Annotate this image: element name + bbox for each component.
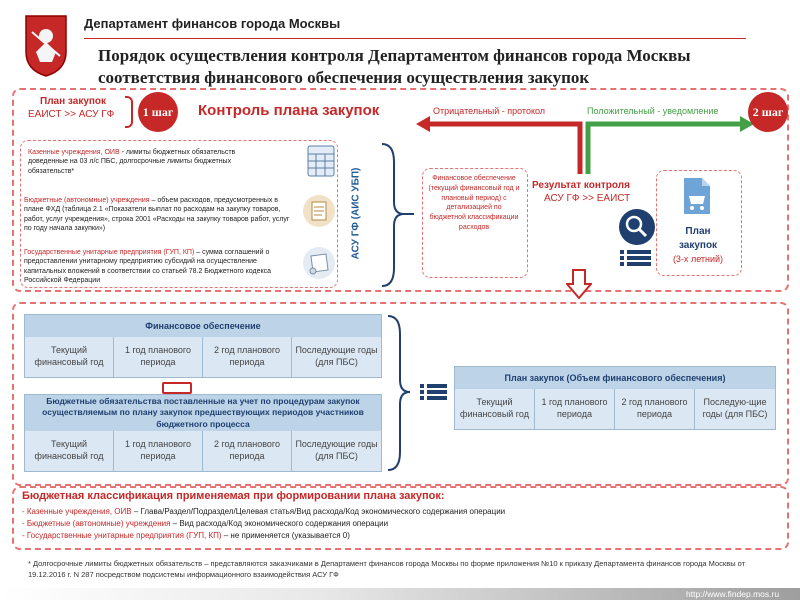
classification-frame (12, 486, 789, 550)
plan-table-title: План закупок (Объем финансового обеспече… (504, 373, 726, 383)
cart-icon (680, 176, 714, 216)
footer-bar (0, 588, 800, 600)
institution-text: – сумма соглашений о предоставлении унит… (24, 249, 272, 285)
financing-text: Финансовое обеспечение (текущий финансов… (428, 175, 520, 231)
tables-section-frame (12, 302, 789, 486)
classification-lead: - Бюджетные (автономные) учреждения (22, 519, 171, 528)
step2-badge: 2 шаг (748, 92, 788, 132)
institution-title: Казенные учреждения, ОИВ (28, 149, 120, 156)
table-icon (306, 144, 336, 178)
classification-list: - Казенные учреждения, ОИВ – Глава/Разде… (22, 506, 782, 542)
paper-roll-icon (302, 246, 336, 280)
positive-arrow (585, 116, 754, 174)
table-cell: Последующие годы (для ПБС) (295, 439, 378, 461)
document-icon (302, 194, 336, 228)
fin-table-header: Финансовое обеспечение (24, 314, 382, 338)
table-cell: Текущий финансовый год (455, 389, 535, 429)
down-arrow (566, 269, 592, 300)
classification-title: Бюджетная классификация применяемая при … (22, 490, 445, 502)
coat-of-arms-logo (22, 12, 70, 78)
institution-text: - лимиты бюджетных обязательств доведенн… (28, 149, 236, 175)
list-item: - Государственные унитарные предприятия … (22, 530, 782, 542)
header-rule (84, 38, 746, 39)
classification-rest: – Вид расхода/Код экономического содержа… (170, 519, 389, 528)
fin-table-row: Текущий финансовый год 1 год планового п… (24, 337, 382, 378)
footer-url-link[interactable]: http://www.findep.mos.ru (686, 589, 780, 599)
result-label-line2: АСУ ГФ >> ЕАИСТ (544, 193, 631, 204)
classification-lead: - Казенные учреждения, ОИВ (22, 507, 132, 516)
page-title-line1: Порядок осуществления контроля Департаме… (98, 46, 691, 65)
plan-label-line2: ЕАИСТ >> АСУ ГФ (28, 109, 115, 120)
table-cell: Последующие годы (для ПБС) (295, 345, 378, 367)
budget-table-header: Бюджетные обязательства поставленные на … (24, 394, 382, 432)
plan3-line3: (3-х летний) (672, 254, 724, 264)
table-cell: 2 год планового периода (615, 389, 695, 429)
left-bracket-top (125, 96, 133, 128)
table-cell: Текущий финансовый год (25, 431, 114, 471)
institution-item: Государственные унитарные предприятия (Г… (24, 248, 292, 286)
table-cell: 1 год планового периода (114, 431, 203, 471)
plan3-frame (656, 170, 742, 276)
page-title-line2: соответствия финансового обеспечения осу… (98, 68, 590, 87)
table-cell: Последую-щие годы (для ПБС) (702, 397, 768, 419)
institution-title: Государственные унитарные предприятия (Г… (24, 249, 195, 256)
minus-sign-icon (162, 382, 192, 394)
classification-rest: – не применяется (указывается 0) (221, 531, 350, 540)
search-icon (618, 208, 656, 246)
plan-label-line1: План закупок (40, 96, 107, 107)
institution-item: Бюджетные (автономные) учреждения – объе… (24, 196, 292, 234)
negative-label: Отрицательный - протокол (433, 106, 546, 116)
tables-brace (387, 315, 411, 471)
table-cell: Текущий финансовый год (25, 337, 114, 377)
vertical-label: АСУ ГФ (АИС УБП) (350, 167, 362, 260)
plan3-line2: закупок (678, 240, 718, 251)
list-icon (618, 250, 654, 266)
classification-lead: - Государственные унитарные предприятия … (22, 531, 222, 540)
institution-text: – объем расходов, предусмотренных в план… (24, 197, 290, 233)
positive-label: Положительный - уведомление (587, 106, 719, 116)
control-title: Контроль плана закупок (198, 102, 380, 119)
brace (381, 143, 414, 287)
list-item: - Казенные учреждения, ОИВ – Глава/Разде… (22, 506, 782, 518)
table-cell: 2 год планового периода (203, 337, 292, 377)
step1-badge: 1 шаг (138, 92, 178, 132)
list-item: - Бюджетные (автономные) учреждения – Ви… (22, 518, 782, 530)
result-label-line1: Результат контроля (532, 180, 630, 191)
top-section-frame (12, 88, 789, 292)
plan-table-row: Текущий финансовый год 1 год планового п… (454, 389, 776, 430)
negative-arrow (416, 116, 583, 174)
budget-table-title: Бюджетные обязательства поставленные на … (42, 396, 364, 429)
table-cell: 1 год планового периода (114, 337, 203, 377)
classification-rest: – Глава/Раздел/Подраздел/Целевая статья/… (131, 507, 506, 516)
table-cell: 2 год планового периода (203, 431, 292, 471)
institutions-frame (20, 140, 338, 288)
plan3-line1: План (685, 226, 711, 237)
fin-table-title: Финансовое обеспечение (145, 321, 261, 331)
plan-table-header: План закупок (Объем финансового обеспече… (454, 366, 776, 390)
footnote: * Долгосрочные лимиты бюджетных обязател… (28, 559, 746, 580)
table-cell: 1 год планового периода (535, 389, 615, 429)
financing-frame (422, 168, 528, 278)
org-title: Департамент финансов города Москвы (84, 16, 341, 31)
institution-item: Казенные учреждения, ОИВ - лимиты бюджет… (28, 148, 274, 176)
budget-table-row: Текущий финансовый год 1 год планового п… (24, 431, 382, 472)
list-icon (420, 384, 448, 400)
institution-title: Бюджетные (автономные) учреждения (24, 197, 150, 204)
